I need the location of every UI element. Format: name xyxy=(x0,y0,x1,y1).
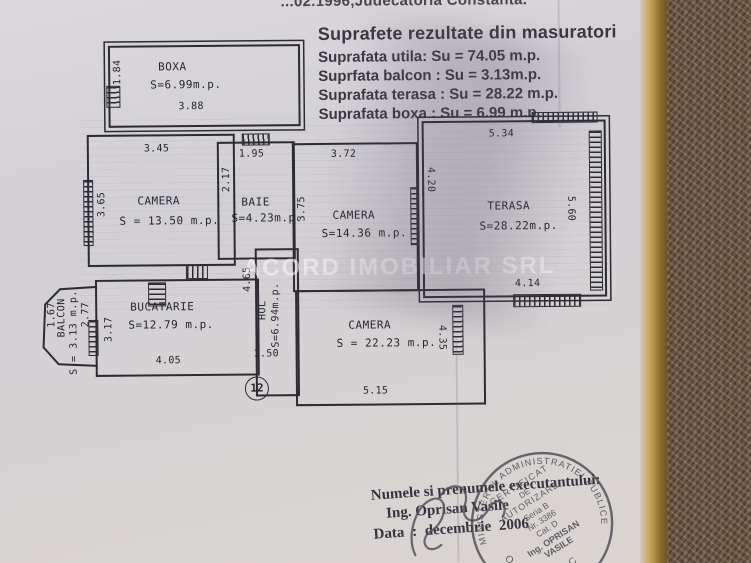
hol-label: HOL xyxy=(257,300,269,321)
paper-content: ...02.1996,Judecatoria Constanta. Supraf… xyxy=(42,0,617,563)
camera1-label: CAMERA xyxy=(137,194,181,208)
areas-summary: Suprafete rezultate din masuratori Supra… xyxy=(318,21,649,125)
boxa-door-hatch xyxy=(106,85,121,108)
certification-stamp: MINISTERUL ADMINISTRATIEI PUBLICE O N C … xyxy=(470,451,614,563)
rolled-paper-edge xyxy=(640,0,667,563)
camera1-dim-left: 3.65 xyxy=(96,191,108,218)
camera3-window-hatch xyxy=(452,304,464,355)
boxa-label: BOXA xyxy=(158,60,187,74)
bucatarie-area: S=12.79 m.p. xyxy=(128,317,214,332)
camera3-dim-bottom: 5.15 xyxy=(362,385,389,397)
camera1-window-hatch xyxy=(83,179,94,247)
stamp-arc-bottom: O N C G C xyxy=(502,553,582,563)
camera2-dim-left: 3.75 xyxy=(296,196,308,222)
stamp-circle xyxy=(470,451,614,563)
bucatarie-window-hatch xyxy=(88,319,99,357)
bucatarie-dim-bottom: 4.05 xyxy=(155,355,182,367)
boxa-dim-bottom: 3.88 xyxy=(178,100,204,113)
camera3-area: S = 22.23 m.p. xyxy=(336,335,437,350)
apartment-number-badge: 12 xyxy=(244,376,270,401)
camera2-window-hatch xyxy=(410,187,423,246)
camera1-area: S = 13.50 m.p. xyxy=(119,213,220,228)
baie-dim-top: 1.95 xyxy=(238,148,265,160)
terasa-bottom-window-hatch xyxy=(513,293,582,308)
hall-door-hatch xyxy=(185,264,208,280)
camera2-dim-top: 3.72 xyxy=(330,148,357,160)
boxa-area: S=6.99m.p. xyxy=(150,77,222,92)
svg-text:O N C G C: O N C G C xyxy=(502,553,582,563)
paper-sheet: ...02.1996,Judecatoria Constanta. Supraf… xyxy=(0,0,647,563)
camera2-label: CAMERA xyxy=(332,208,376,222)
hol-area: S=6.94m.p. xyxy=(270,282,282,348)
terasa-area: S=28.22m.p. xyxy=(479,218,558,233)
terasa-dim-top: 5.34 xyxy=(488,128,515,140)
terasa-dim-right: 5.60 xyxy=(565,195,577,222)
bucatarie-label: BUCATARIE xyxy=(130,300,195,314)
summary-line-terasa: Suprafata terasa : Su = 28.22 m.p. xyxy=(318,84,559,104)
camera1-dim-top: 3.45 xyxy=(143,143,170,155)
balcon-outline xyxy=(42,285,98,367)
terasa-top-window-hatch xyxy=(531,111,598,124)
signature xyxy=(410,485,506,557)
summary-line-utila: Suprafata utila: Su = 74.05 m.p. xyxy=(317,47,541,66)
camera2-area: S=14.36 m.p. xyxy=(321,226,408,240)
terasa-label: TERASA xyxy=(487,199,531,213)
balcon-label: BALCON xyxy=(56,298,68,338)
bucatarie-dim-left: 3.17 xyxy=(103,316,115,343)
baie-dim-left: 2.17 xyxy=(220,166,233,193)
baie-label: BAIE xyxy=(241,195,270,209)
baie-window-hatch xyxy=(241,133,270,146)
boxa-dim-left: 1.84 xyxy=(112,59,124,86)
summary-title: Suprafete rezultate din masuratori xyxy=(317,21,617,44)
balcon-area: S = 3.13 m.p. xyxy=(68,290,80,375)
terasa-right-window-hatch xyxy=(588,130,604,291)
camera3-label: CAMERA xyxy=(348,318,392,332)
summary-line-balcon: Suprfata balcon : Su = 3.13m.p. xyxy=(318,66,542,85)
hol-dim-bottom: 1.50 xyxy=(253,348,279,360)
court-reference-line: ...02.1996,Judecatoria Constanta. xyxy=(280,0,528,11)
watermark-text: ACORD IMOBILIAR SRL xyxy=(242,251,556,282)
camera3-dim-right: 4.35 xyxy=(436,324,448,351)
